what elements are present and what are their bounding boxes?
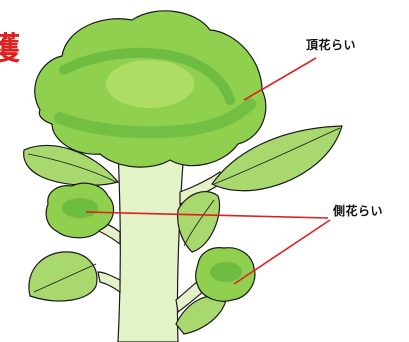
stalk-stub-left [98, 272, 120, 292]
terminal-floret-label: 頂花らい [306, 36, 356, 53]
main-stalk [118, 148, 184, 342]
leader-line-lateral-lower [234, 220, 330, 284]
leaf-lower-left [29, 252, 97, 301]
lateral-floret-label: 側花らい [333, 202, 383, 219]
